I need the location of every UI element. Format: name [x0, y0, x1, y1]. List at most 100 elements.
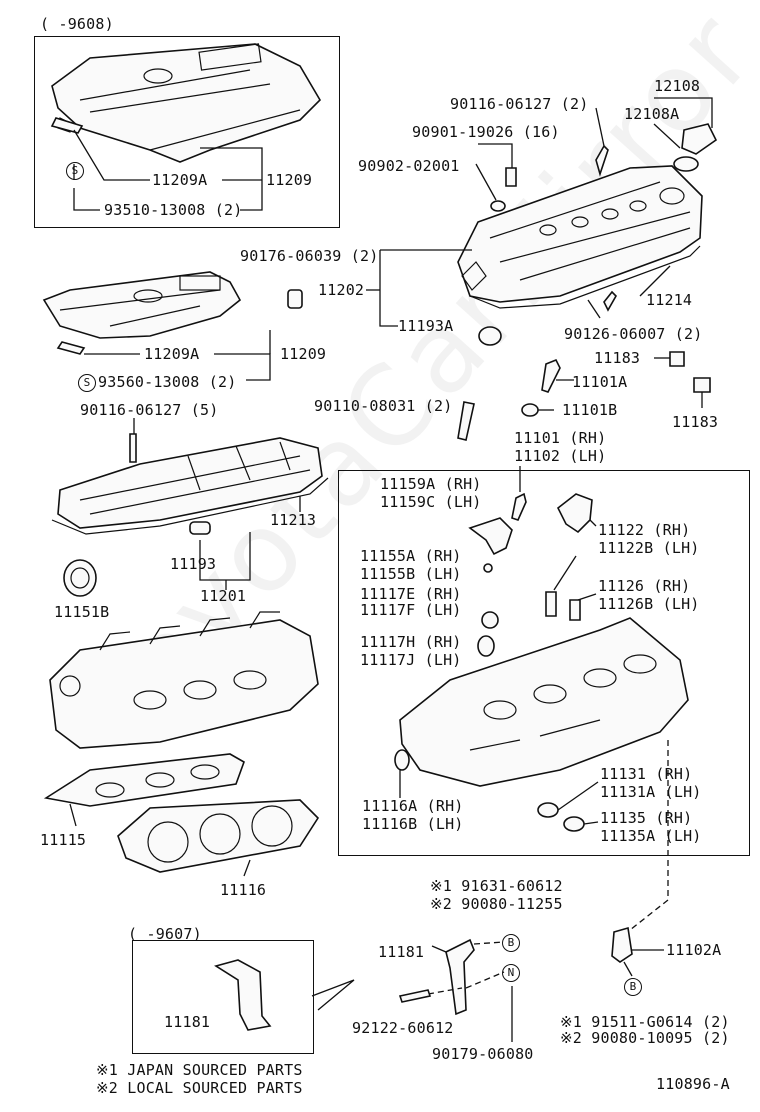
marker-b-sensor: B	[624, 978, 642, 996]
label-11102-lh: 11102 (LH)	[514, 447, 607, 465]
label-11115: 11115	[40, 831, 87, 849]
head-cover-gasket-lh	[51, 477, 329, 535]
label-91631-60612: ※1 91631-60612	[430, 877, 563, 895]
label-11181: 11181	[378, 943, 425, 961]
label-11181-variant: 11181	[164, 1013, 211, 1031]
note-japan-sourced: ※1 JAPAN SOURCED PARTS	[96, 1061, 303, 1079]
label-11193: 11193	[170, 555, 217, 573]
label-90110-08031: 90110-08031 (2)	[314, 397, 453, 415]
head-cover-lh	[57, 437, 323, 529]
top-left-variant-box	[34, 36, 340, 228]
oil-filler-cap	[673, 123, 718, 172]
marker-b-bracket: B	[502, 934, 520, 952]
label-90080-10095: ※2 90080-10095 (2)	[560, 1029, 730, 1047]
label-90116-06127-5: 90116-06127 (5)	[80, 401, 219, 419]
plug-11155	[483, 563, 493, 573]
label-11209-mid: 11209	[280, 345, 327, 363]
marker-s-mid: S	[78, 374, 96, 392]
spacer-11183-a	[669, 351, 685, 367]
cylinder-head-rh	[399, 617, 689, 787]
label-11159c: 11159C (LH)	[380, 493, 482, 511]
label-11151b: 11151B	[54, 603, 110, 621]
head-gasket-lh	[117, 799, 320, 873]
cylinder-head-lh	[49, 611, 319, 749]
label-11117j: 11117J (LH)	[360, 651, 462, 669]
grommet	[287, 289, 303, 309]
bolt-90110	[457, 401, 475, 441]
head-cover-rh	[457, 165, 703, 303]
label-11135a: 11135A (LH)	[600, 827, 702, 845]
label-90176-06039: 90176-06039 (2)	[240, 247, 379, 265]
label-11183-b: 11183	[672, 413, 719, 431]
bearing-cap-b	[556, 493, 593, 534]
spacer-11183-b	[693, 377, 711, 393]
sensor-11102a	[611, 926, 633, 963]
bolt-11101a	[541, 358, 561, 393]
label-11101-rh: 11101 (RH)	[514, 429, 607, 447]
label-11201: 11201	[200, 587, 247, 605]
label-11126: 11126 (RH)	[598, 577, 691, 595]
label-11122: 11122 (RH)	[598, 521, 691, 539]
label-11117f: 11117F (LH)	[360, 601, 462, 619]
guide-11117h	[477, 635, 495, 657]
label-11209a-top: 11209A	[152, 171, 208, 189]
label-11131: 11131 (RH)	[600, 765, 693, 783]
manifold-gasket	[43, 753, 245, 807]
label-11102a: 11102A	[666, 941, 722, 959]
label-90116-06127-2: 90116-06127 (2)	[450, 95, 589, 113]
plug-seal-11193	[189, 521, 211, 535]
label-11209a-mid: 11209A	[144, 345, 200, 363]
label-12108: 12108	[654, 77, 701, 95]
label-11135: 11135 (RH)	[600, 809, 693, 827]
label-91511-g0614: ※1 91511-G0614 (2)	[560, 1013, 730, 1031]
oil-seal-cover	[478, 326, 502, 346]
bottom-left-variant-box	[132, 940, 314, 1054]
label-11117h: 11117H (RH)	[360, 633, 462, 651]
label-11209-top: 11209	[266, 171, 313, 189]
label-11101a: 11101A	[572, 373, 628, 391]
bolt-11159	[511, 492, 527, 521]
bracket-11181-variant	[214, 959, 272, 1031]
label-11183-a: 11183	[594, 349, 641, 367]
label-11116a: 11116A (RH)	[362, 797, 464, 815]
label-12108a: 12108A	[624, 105, 680, 123]
seal-11116a	[394, 749, 410, 771]
valve-guide-11122	[545, 591, 557, 617]
seal-washer	[490, 167, 517, 212]
head-cover-gasket-rh	[469, 245, 701, 309]
label-11159a: 11159A (RH)	[380, 475, 482, 493]
label-11122b: 11122B (LH)	[598, 539, 700, 557]
label-90902-02001: 90902-02001	[358, 157, 460, 175]
diagram-reference-code: 110896-A	[656, 1075, 730, 1093]
bearing-cap-a	[468, 517, 513, 556]
label-11193a: 11193A	[398, 317, 454, 335]
screw-90126	[603, 290, 617, 312]
label-11155a: 11155A (RH)	[360, 547, 462, 565]
stud-bolt-top	[595, 144, 609, 177]
label-93510-13008: 93510-13008 (2)	[104, 201, 243, 219]
engine-cover-lower	[42, 271, 242, 339]
label-11155b: 11155B (LH)	[360, 565, 462, 583]
marker-n-bracket: N	[502, 964, 520, 982]
clip-lower	[56, 341, 86, 355]
label-90179-06080: 90179-06080	[432, 1045, 534, 1063]
date-range-bottom: ( -9607)	[128, 925, 202, 943]
label-11131a: 11131A (LH)	[600, 783, 702, 801]
valve-guide-11126	[569, 599, 581, 621]
label-93560-13008: 93560-13008 (2)	[98, 373, 237, 391]
label-11116: 11116	[220, 881, 267, 899]
label-92122-60612: 92122-60612	[352, 1019, 454, 1037]
stud-bolts-left	[129, 433, 137, 463]
date-range-top: ( -9608)	[40, 15, 114, 33]
label-11202: 11202	[318, 281, 365, 299]
label-11117e: 11117E (RH)	[360, 585, 462, 603]
marker-s-top: S	[66, 162, 84, 180]
guide-11117e	[481, 611, 499, 629]
label-11213: 11213	[270, 511, 317, 529]
label-11126b: 11126B (LH)	[598, 595, 700, 613]
seal-11131	[537, 802, 559, 818]
stud-92122	[398, 989, 432, 1003]
label-90901-19026: 90901-19026 (16)	[412, 123, 560, 141]
right-cylinder-head-box	[338, 470, 750, 856]
